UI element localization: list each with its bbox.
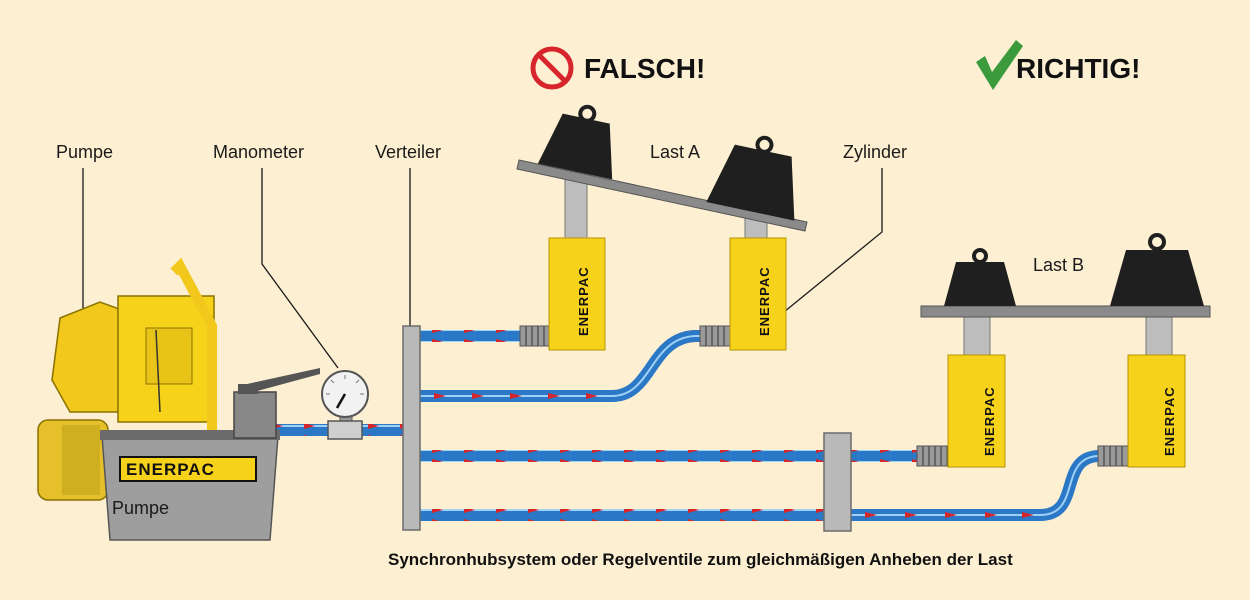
pump-label: Pumpe: [56, 142, 113, 162]
hose-valve-b1-in: [420, 450, 824, 462]
pump-unit: ENERPAC Pumpe: [37, 257, 320, 541]
cylinder-a2: [729, 237, 787, 351]
level-beam: [920, 305, 1211, 318]
hose-valve-b1-out: [851, 450, 917, 462]
wrong-header: FALSCH!: [530, 46, 705, 90]
pump-reservoir: [101, 435, 279, 541]
manometer: [321, 370, 369, 440]
load-b-label: Last B: [1033, 255, 1084, 275]
weight-a2: [706, 135, 795, 221]
cylinder-a1: [548, 237, 606, 351]
right-header-label: RICHTIG!: [1016, 53, 1140, 84]
leader-lines: [82, 168, 883, 369]
pump-hood: [51, 301, 123, 413]
checkmark-icon: [976, 40, 1023, 90]
pump-handle: [170, 257, 217, 430]
cylinder-b2: [1127, 354, 1186, 468]
load-a-label: Last A: [650, 142, 700, 162]
gauge-needle: [335, 393, 347, 409]
coupler-b2: [1097, 445, 1129, 467]
coupler-b1: [916, 445, 948, 467]
cylinder-a2-brand: ENERPAC: [757, 266, 772, 336]
manifold-block: [402, 325, 421, 531]
cylinder-label: Zylinder: [843, 142, 907, 162]
right-setup: ENERPAC ENERPAC: [920, 233, 1211, 468]
caption: Synchronhubsystem oder Regelventile zum …: [388, 550, 1013, 569]
pump-brand: ENERPAC: [126, 460, 215, 479]
cylinder-b1-brand: ENERPAC: [982, 386, 997, 456]
weight-a1: [537, 104, 613, 180]
pump-brand-plate: [119, 456, 257, 482]
control-valve-block: [823, 432, 852, 532]
coupler-a1: [519, 325, 551, 347]
wrong-header-label: FALSCH!: [584, 53, 705, 84]
manifold-label: Verteiler: [375, 142, 441, 162]
gauge-label: Manometer: [213, 142, 304, 162]
weight-b2: [1110, 233, 1204, 306]
cylinder-b1-rod: [963, 314, 991, 358]
cylinder-b2-brand: ENERPAC: [1162, 386, 1177, 456]
cylinder-b1: [947, 354, 1006, 468]
prohibited-icon: [530, 46, 574, 90]
hose-valve-b2-in: [420, 509, 824, 521]
pump-valve-lever: [238, 368, 320, 394]
hose-cylinder-a1: [420, 330, 520, 342]
couplers: [519, 325, 1129, 467]
pump-valve-block: [233, 391, 277, 439]
hoses: [275, 330, 1099, 521]
coupler-a2: [699, 325, 731, 347]
right-header: RICHTIG!: [976, 40, 1140, 90]
cylinder-b2-rod: [1145, 314, 1173, 358]
pump-body-label: Pumpe: [112, 498, 169, 518]
manometer-fitting: [327, 420, 363, 440]
weight-b1: [944, 248, 1016, 306]
cylinder-a1-brand: ENERPAC: [576, 266, 591, 336]
wrong-setup: ENERPAC ENERPAC: [516, 104, 808, 351]
